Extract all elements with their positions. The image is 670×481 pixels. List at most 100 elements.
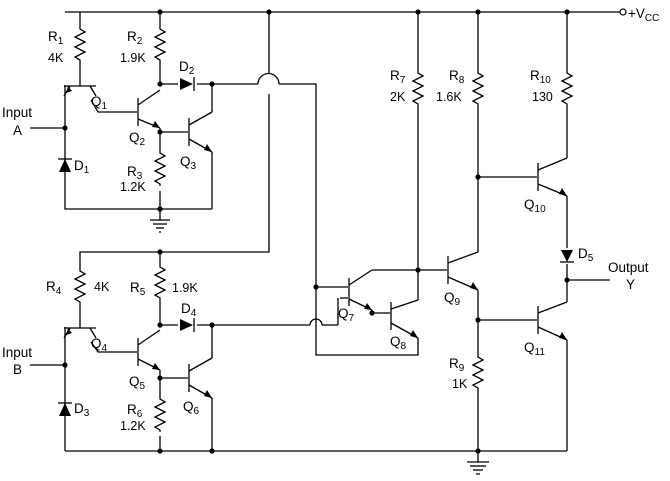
- input-b-label: Input B: [2, 345, 32, 377]
- diode-d3: [58, 396, 72, 418]
- label-r2: R2 1.9K: [120, 29, 146, 65]
- svg-text:Q11: Q11: [524, 340, 545, 358]
- svg-text:4K: 4K: [94, 280, 110, 294]
- svg-text:130: 130: [532, 90, 553, 104]
- svg-text:R9: R9: [449, 356, 465, 374]
- svg-text:R7: R7: [390, 68, 406, 86]
- svg-text:+VCC: +VCC: [628, 6, 659, 24]
- resistor-r3: [154, 147, 166, 187]
- input-a-line2: A: [13, 123, 22, 138]
- label-r3: R3 1.2K: [120, 164, 146, 194]
- resistor-r4: [74, 265, 86, 305]
- svg-text:R1: R1: [48, 29, 64, 47]
- svg-text:R8: R8: [449, 68, 465, 86]
- svg-text:1.9K: 1.9K: [120, 51, 146, 65]
- vcc-terminal: [619, 8, 627, 16]
- svg-text:Q5: Q5: [129, 374, 146, 392]
- label-q2: Q2: [129, 130, 146, 148]
- transistor-q4: [63, 327, 97, 339]
- label-q11: Q11: [524, 340, 545, 358]
- resistor-r7: [412, 67, 424, 107]
- transistor-q11: [537, 301, 568, 341]
- resistor-r1: [74, 23, 86, 63]
- output-line2: Y: [626, 277, 635, 292]
- label-q1: Q1: [91, 94, 108, 112]
- svg-text:D4: D4: [181, 301, 197, 319]
- label-q3: Q3: [180, 154, 197, 172]
- supply-label: +VCC: [628, 6, 659, 24]
- label-d2: D2: [179, 59, 195, 77]
- svg-text:R6: R6: [127, 402, 143, 420]
- label-r5: R5 1.9K: [130, 280, 198, 298]
- svg-text:1K: 1K: [452, 377, 468, 391]
- input-b-line1: Input: [2, 345, 32, 360]
- svg-text:1.9K: 1.9K: [172, 281, 198, 295]
- label-q4: Q4: [91, 336, 108, 354]
- svg-text:D1: D1: [74, 158, 90, 176]
- svg-text:1.6K: 1.6K: [436, 90, 462, 104]
- svg-text:D2: D2: [179, 59, 195, 77]
- label-d3: D3: [74, 401, 90, 419]
- diode-d4: [180, 318, 195, 332]
- transistor-q6: [188, 357, 213, 399]
- transistor-q9: [447, 251, 479, 291]
- svg-text:R2: R2: [127, 29, 143, 47]
- resistor-r10: [561, 67, 573, 107]
- label-q5: Q5: [129, 374, 146, 392]
- svg-text:R3: R3: [127, 164, 143, 182]
- svg-text:Q3: Q3: [180, 154, 197, 172]
- svg-text:Q1: Q1: [91, 94, 108, 112]
- label-r1: R1 4K: [48, 29, 64, 65]
- label-r10: R10 130: [530, 68, 553, 104]
- input-a-label: Input A: [2, 105, 32, 138]
- output-line1: Output: [608, 260, 649, 275]
- resistor-r6: [154, 393, 166, 433]
- transistor-q5: [137, 329, 161, 371]
- label-q7: Q7: [338, 306, 355, 324]
- ground-symbol-main: [467, 461, 489, 475]
- junction-dots: [62, 9, 570, 454]
- resistor-r9: [472, 351, 484, 391]
- transistor-q7: [348, 269, 373, 311]
- svg-text:R4: R4: [46, 279, 62, 297]
- resistor-r5: [154, 261, 166, 301]
- svg-text:Q4: Q4: [91, 336, 108, 354]
- label-q6: Q6: [183, 399, 200, 417]
- label-r9: R9 1K: [449, 356, 468, 391]
- transistor-q8: [390, 299, 419, 339]
- transistor-q3: [188, 111, 213, 153]
- ground-symbol-a: [150, 219, 170, 233]
- svg-text:D5: D5: [578, 246, 594, 264]
- label-q8: Q8: [390, 334, 407, 352]
- svg-text:Q2: Q2: [129, 130, 146, 148]
- svg-text:Q7: Q7: [338, 306, 355, 324]
- svg-text:1.2K: 1.2K: [120, 419, 146, 433]
- svg-text:4K: 4K: [48, 51, 64, 65]
- diode-d2: [180, 77, 195, 91]
- transistor-q10: [537, 157, 568, 197]
- transistor-q2: [137, 89, 161, 129]
- svg-text:1.2K: 1.2K: [120, 180, 146, 194]
- label-r4: R4 4K: [46, 279, 110, 297]
- resistor-r8: [472, 67, 484, 107]
- input-a-line1: Input: [2, 105, 32, 120]
- diode-d5: [560, 250, 574, 263]
- label-d4: D4: [181, 301, 197, 319]
- svg-text:2K: 2K: [390, 90, 406, 104]
- diode-d1: [58, 150, 72, 172]
- label-r7: R7 2K: [390, 68, 406, 104]
- label-d1: D1: [74, 158, 90, 176]
- svg-text:R10: R10: [530, 68, 551, 86]
- label-q10: Q10: [524, 197, 546, 215]
- label-r6: R6 1.2K: [120, 402, 146, 433]
- label-r8: R8 1.6K: [436, 68, 465, 104]
- transistor-q1: [63, 85, 97, 97]
- label-d5: D5: [578, 246, 594, 264]
- label-q9: Q9: [444, 290, 461, 308]
- svg-text:Q6: Q6: [183, 399, 200, 417]
- resistor-r2: [154, 23, 166, 63]
- svg-text:Q9: Q9: [444, 290, 461, 308]
- svg-text:R5: R5: [130, 280, 146, 298]
- input-b-line2: B: [13, 362, 22, 377]
